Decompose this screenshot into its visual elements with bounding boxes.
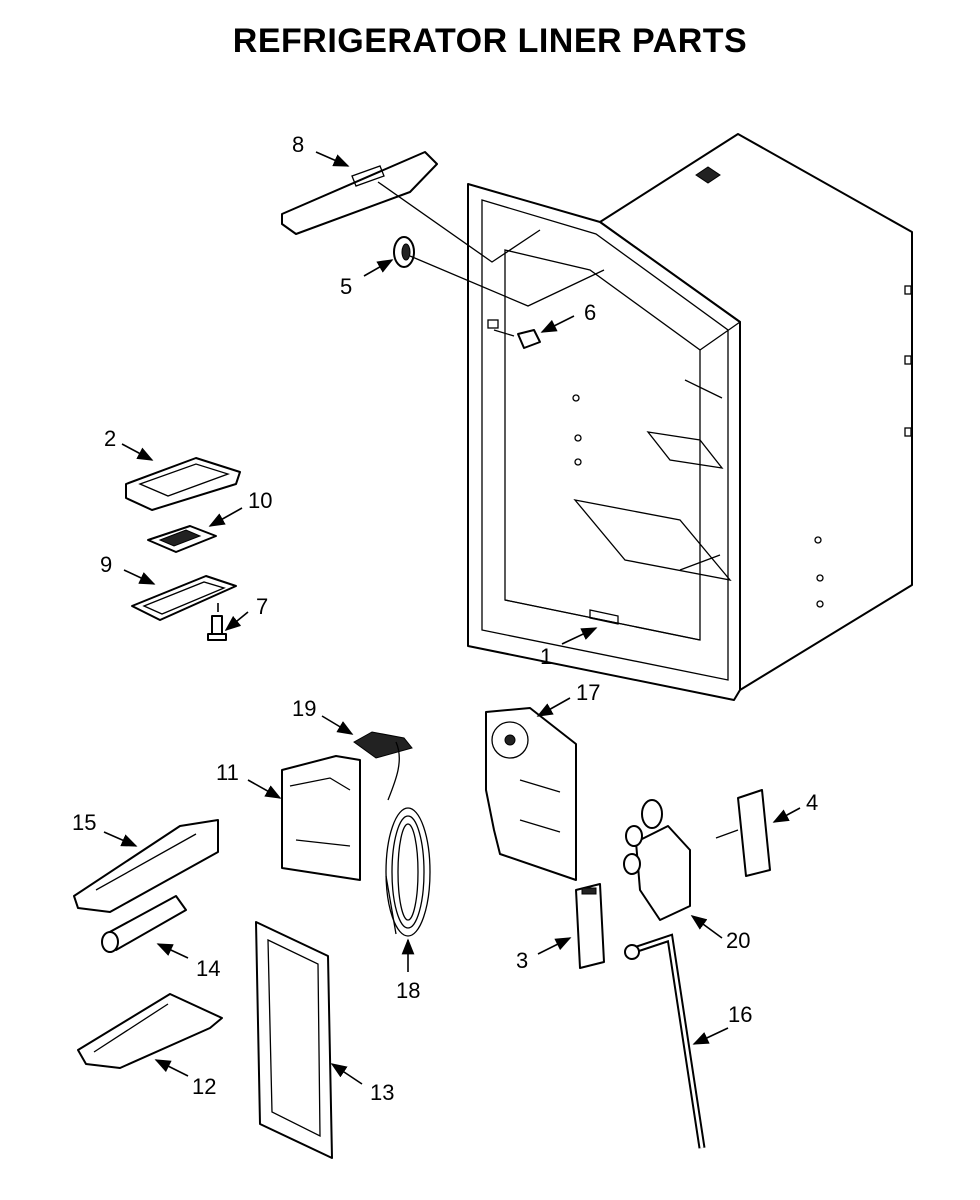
callout-labels: 1 2 3 4 5 6 7 8 9 10 11 12 13 14 15 16 1… [72, 132, 818, 1105]
callout-1: 1 [540, 644, 552, 669]
callout-2: 2 [104, 426, 116, 451]
part-8[interactable] [281, 151, 438, 235]
callout-4: 4 [806, 790, 818, 815]
callout-16: 16 [728, 1002, 752, 1027]
callout-18: 18 [396, 978, 420, 1003]
part-1-liner[interactable] [467, 133, 913, 701]
callout-19: 19 [292, 696, 316, 721]
part-5[interactable] [393, 236, 415, 268]
part-17[interactable] [485, 707, 577, 881]
leader-arrows [103, 151, 801, 1085]
callout-7: 7 [256, 594, 268, 619]
callout-9: 9 [100, 552, 112, 577]
part-11[interactable] [281, 755, 361, 881]
part-6[interactable] [517, 329, 541, 349]
part-4[interactable] [715, 789, 771, 877]
callout-3: 3 [516, 948, 528, 973]
part-7[interactable] [207, 603, 227, 641]
part-20[interactable] [623, 799, 691, 921]
part-16[interactable] [624, 933, 706, 1149]
callout-14: 14 [196, 956, 220, 981]
callout-11: 11 [216, 760, 239, 785]
callout-13: 13 [370, 1080, 394, 1105]
part-12[interactable] [77, 993, 223, 1069]
part-9[interactable] [131, 575, 237, 621]
callout-15: 15 [72, 810, 96, 835]
part-18[interactable] [385, 807, 431, 937]
callout-5: 5 [340, 274, 352, 299]
part-10[interactable] [147, 525, 217, 553]
callout-10: 10 [248, 488, 272, 513]
callout-20: 20 [726, 928, 750, 953]
part-2[interactable] [125, 457, 241, 511]
part-19[interactable] [353, 731, 413, 801]
callout-8: 8 [292, 132, 304, 157]
callout-12: 12 [192, 1074, 216, 1099]
callout-6: 6 [584, 300, 596, 325]
part-13[interactable] [255, 921, 333, 1159]
part-15[interactable] [73, 819, 219, 913]
page-title: REFRIGERATOR LINER PARTS [232, 22, 748, 60]
callout-17: 17 [576, 680, 600, 705]
part-14[interactable] [101, 895, 187, 953]
part-3[interactable] [575, 883, 605, 969]
